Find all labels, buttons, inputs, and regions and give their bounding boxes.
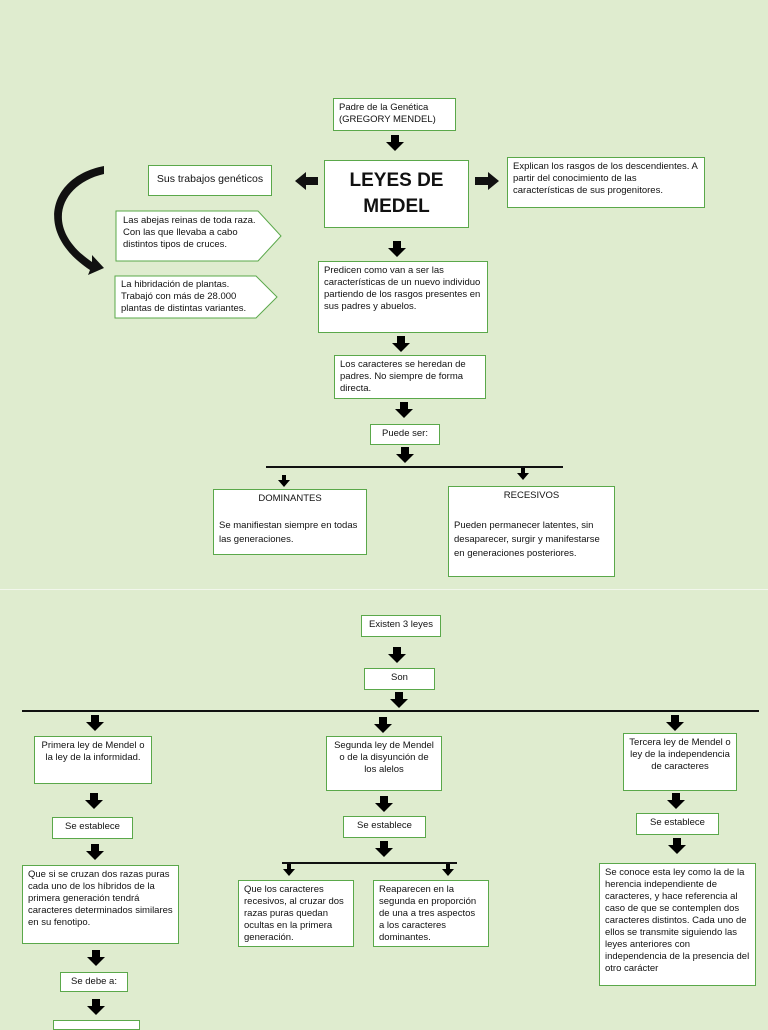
arrow-down-icon xyxy=(375,796,393,812)
branch-line xyxy=(22,710,759,712)
hibridacion-box-shape xyxy=(114,275,278,319)
arrow-down-icon xyxy=(667,793,685,809)
primera-ley-description: Que si se cruzan dos razas puras cada un… xyxy=(22,865,179,944)
se-establece-text: Se establece xyxy=(650,817,705,828)
arrow-down-icon xyxy=(388,647,406,663)
existen-box: Existen 3 leyes xyxy=(361,615,441,637)
arrow-down-icon xyxy=(392,336,410,352)
arrow-down-icon xyxy=(386,135,404,151)
se-establece-text: Se establece xyxy=(65,821,120,832)
segunda-ley-description-b: Reaparecen en la segunda en proporción d… xyxy=(373,880,489,947)
padre-box: Padre de la Genética (GREGORY MENDEL) xyxy=(333,98,456,131)
se-debe-box: Se debe a: xyxy=(60,972,128,992)
arrow-down-icon xyxy=(395,402,413,418)
dominantes-text: Se manifiestan siempre en todas las gene… xyxy=(219,520,358,545)
arrow-down-icon xyxy=(374,717,392,733)
explican-box: Explican los rasgos de los descendientes… xyxy=(507,157,705,208)
segunda-ley-description-a-text: Que los caracteres recesivos, al cruzar … xyxy=(244,884,344,943)
segunda-ley-box: Segunda ley de Mendel o de la disyunción… xyxy=(326,736,442,791)
se-establece-text: Se establece xyxy=(357,820,412,831)
puede-ser-text: Puede ser: xyxy=(382,428,428,439)
arrow-down-icon xyxy=(666,715,684,731)
arrow-down-icon xyxy=(85,793,103,809)
se-establece-box: Se establece xyxy=(636,813,719,835)
arrow-down-icon xyxy=(442,864,454,876)
predicen-box: Predicen como van a ser las característi… xyxy=(318,261,488,333)
predicen-text: Predicen como van a ser las característi… xyxy=(324,265,481,312)
son-box: Son xyxy=(364,668,435,690)
arrow-down-icon xyxy=(375,841,393,857)
trabajos-box: Sus trabajos genéticos xyxy=(148,165,272,196)
tercera-ley-description: Se conoce esta ley como la de la herenci… xyxy=(599,863,756,986)
explican-text: Explican los rasgos de los descendientes… xyxy=(513,161,698,196)
title-text: LEYES DE MEDEL xyxy=(349,170,444,217)
caracteres-box: Los caracteres se heredan de padres. No … xyxy=(334,355,486,399)
hibridacion-text: La hibridación de plantas. Trabajó con m… xyxy=(121,279,247,314)
partial-box xyxy=(53,1020,140,1030)
arrow-down-icon xyxy=(388,241,406,257)
puede-ser-box: Puede ser: xyxy=(370,424,440,445)
tercera-ley-description-text: Se conoce esta ley como la de la herenci… xyxy=(605,867,750,974)
arrow-down-icon xyxy=(86,844,104,860)
primera-ley-box: Primera ley de Mendel o la ley de la inf… xyxy=(34,736,152,784)
se-debe-text: Se debe a: xyxy=(71,976,117,987)
page-title: LEYES DE MEDEL xyxy=(324,160,469,228)
dominantes-title: DOMINANTES xyxy=(258,493,322,504)
arrow-down-icon xyxy=(390,692,408,708)
se-establece-box: Se establece xyxy=(52,817,133,839)
segunda-ley-text: Segunda ley de Mendel o de la disyunción… xyxy=(334,740,434,775)
arrow-down-icon xyxy=(396,447,414,463)
padre-text: Padre de la Genética (GREGORY MENDEL) xyxy=(339,102,436,125)
primera-ley-text: Primera ley de Mendel o la ley de la inf… xyxy=(41,740,145,763)
recesivos-box: RECESIVOS Pueden permanecer latentes, si… xyxy=(448,486,615,577)
existen-text: Existen 3 leyes xyxy=(369,619,433,630)
arrow-down-icon xyxy=(668,838,686,854)
arrow-left-icon xyxy=(295,172,318,190)
segunda-ley-description-a: Que los caracteres recesivos, al cruzar … xyxy=(238,880,354,947)
arrow-down-icon xyxy=(86,715,104,731)
son-text: Son xyxy=(391,672,408,683)
arrow-down-icon xyxy=(87,999,105,1015)
tercera-ley-box: Tercera ley de Mendel o ley de la indepe… xyxy=(623,733,737,791)
recesivos-title: RECESIVOS xyxy=(503,490,560,501)
curved-arrow-icon xyxy=(54,166,104,275)
segunda-ley-description-b-text: Reaparecen en la segunda en proporción d… xyxy=(379,884,477,943)
arrow-right-icon xyxy=(475,172,499,190)
abejas-text: Las abejas reinas de toda raza. Con las … xyxy=(123,215,256,250)
section-divider xyxy=(0,589,768,590)
arrow-down-icon xyxy=(517,468,529,480)
branch-line xyxy=(266,466,563,468)
arrow-down-icon xyxy=(283,864,295,876)
arrow-down-icon xyxy=(278,475,290,487)
recesivos-text: Pueden permanecer latentes, sin desapare… xyxy=(454,520,600,559)
dominantes-box: DOMINANTES Se manifiestan siempre en tod… xyxy=(213,489,367,555)
se-establece-box: Se establece xyxy=(343,816,426,838)
primera-ley-description-text: Que si se cruzan dos razas puras cada un… xyxy=(28,869,173,928)
arrow-down-icon xyxy=(87,950,105,966)
branch-line xyxy=(282,862,457,864)
tercera-ley-text: Tercera ley de Mendel o ley de la indepe… xyxy=(629,737,731,772)
abejas-box-shape xyxy=(115,210,282,262)
caracteres-text: Los caracteres se heredan de padres. No … xyxy=(340,359,466,394)
trabajos-text: Sus trabajos genéticos xyxy=(156,173,264,185)
